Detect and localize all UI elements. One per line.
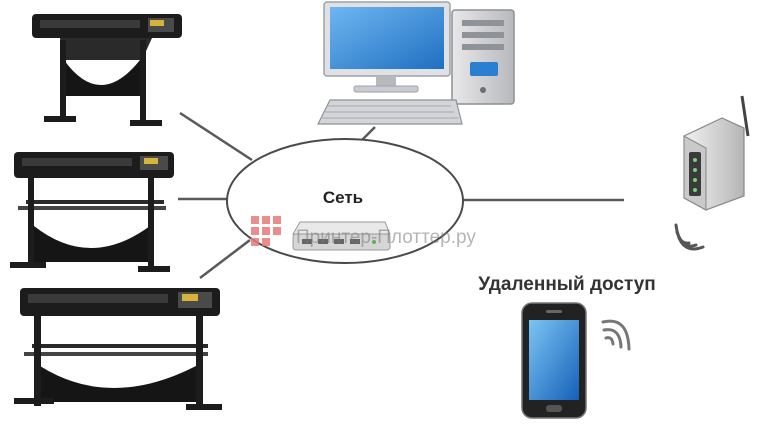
plotter-icon-1 (32, 14, 182, 126)
wifi-signal-icon (674, 223, 705, 251)
plotter-icon-3 (14, 288, 222, 410)
line-plotter-3 (199, 239, 251, 279)
line-computer (361, 126, 376, 141)
watermark-logo-icon (251, 216, 281, 246)
network-switch-icon (292, 221, 391, 251)
network-label: Сеть (323, 188, 363, 207)
plotter-icon-2 (10, 152, 174, 272)
wifi-router-icon (683, 95, 750, 211)
smartphone-icon (521, 302, 587, 419)
network-ellipse (226, 138, 464, 264)
remote-access-label: Удаленный доступ (478, 274, 656, 295)
watermark-text: Принтер-Плоттер.ру (296, 227, 476, 248)
connection-lines (178, 111, 624, 279)
desktop-computer-icon (317, 1, 515, 125)
line-plotter-1 (179, 111, 253, 162)
phone-signal-icon (601, 319, 631, 351)
